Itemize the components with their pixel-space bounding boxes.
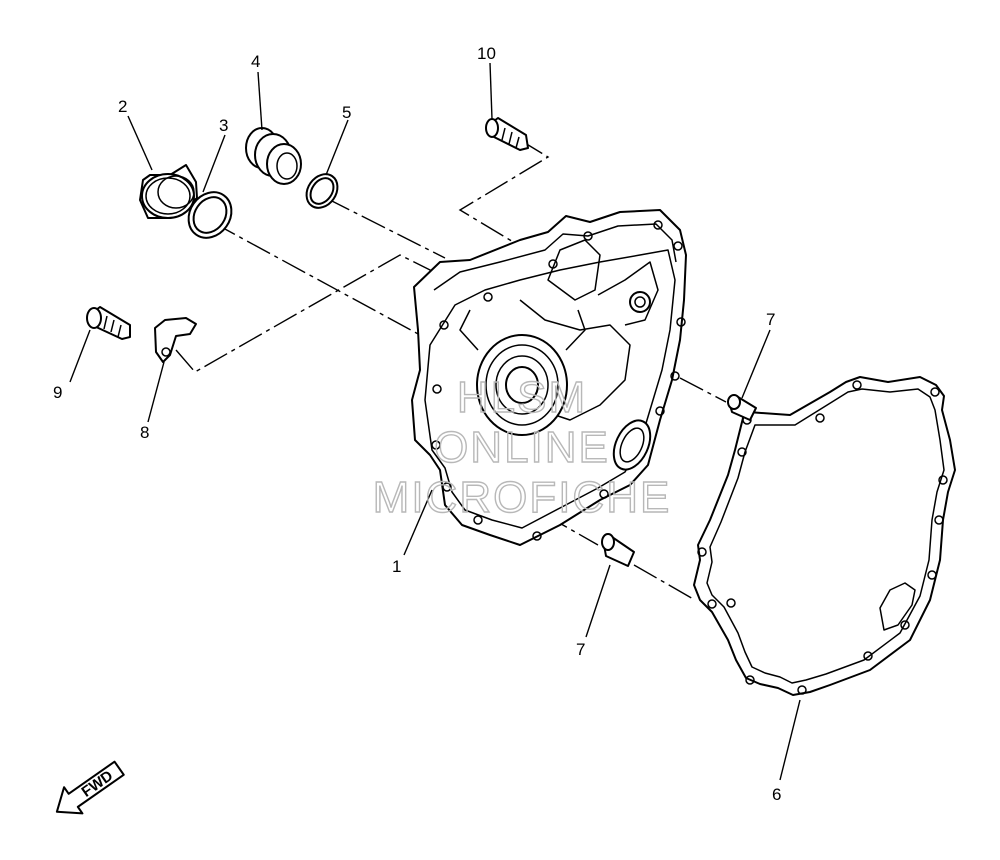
bolt-part-9 [86,306,131,340]
dowel-pin-part-7-lower [601,533,635,567]
watermark-line-1: HLSM [457,373,587,422]
filter-recess [612,419,652,471]
cover-bolt-holes [431,220,686,541]
callout-leaders [69,62,801,781]
bolt-part-10 [485,117,529,151]
callout-2: 2 [118,97,127,116]
callout-6: 6 [772,785,781,804]
watermark-line-3: MICROFICHE [373,473,672,522]
callout-5: 5 [342,103,351,122]
o-ring-part-5 [305,173,339,209]
callout-3: 3 [219,116,228,135]
o-ring-part-3 [187,191,233,239]
fwd-arrow-icon: FWD [55,760,125,815]
callout-10: 10 [477,44,496,63]
crankcase-cover-part-1 [411,209,687,546]
callout-1: 1 [392,557,401,576]
plug-part-2 [139,164,198,219]
callout-4: 4 [251,52,260,71]
callout-7-lower: 7 [576,640,585,659]
watermark: HLSM ONLINE MICROFICHE [372,372,672,522]
watermark-line-2: ONLINE [434,423,610,472]
dowel-pin-part-7-upper [727,394,757,421]
oil-pump-boss [459,309,586,436]
callout-8: 8 [140,423,149,442]
cover-boss-upper [629,291,651,313]
callout-labels: 1 2 3 4 5 6 7 7 8 9 10 [53,44,781,804]
gasket-part-6 [693,376,956,696]
gasket-bolt-holes [697,380,948,695]
callout-7-upper: 7 [766,310,775,329]
plug-part-4 [245,127,302,185]
clamp-part-8 [154,317,197,363]
callout-9: 9 [53,383,62,402]
